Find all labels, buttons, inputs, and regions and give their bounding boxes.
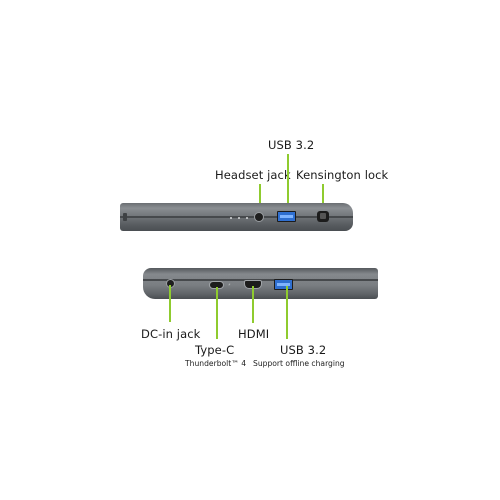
leader-type-c — [216, 287, 218, 339]
label-thunderbolt-4: Thunderbolt™ 4 — [185, 359, 247, 368]
label-kensington-lock: Kensington lock — [296, 168, 389, 182]
leader-dc-in — [169, 285, 171, 322]
indicator-led — [238, 217, 240, 219]
hinge — [123, 213, 127, 221]
headset-jack-port — [254, 212, 264, 222]
leader-kensington — [322, 184, 324, 210]
leader-headset — [259, 184, 261, 210]
leader-usb-top — [287, 154, 289, 210]
indicator-led — [230, 217, 232, 219]
label-usb-3-2-bottom: USB 3.2 — [280, 343, 327, 357]
label-support-offline-charging: Support offline charging — [253, 359, 345, 368]
indicator-led — [246, 217, 248, 219]
leader-usb-bottom — [286, 286, 288, 339]
label-headset-jack: Headset jack — [215, 168, 291, 182]
label-type-c: Type-C — [195, 343, 235, 357]
usb-a-port-bottom — [274, 279, 293, 290]
label-hdmi: HDMI — [238, 327, 270, 341]
label-usb-3-2-top: USB 3.2 — [268, 138, 315, 152]
label-dc-in-jack: DC-in jack — [141, 327, 201, 341]
laptop-left-side-view: ⚡ — [143, 268, 378, 299]
kensington-lock-slot — [317, 211, 329, 222]
chassis-seam — [120, 216, 353, 218]
usb-a-port-top — [277, 211, 296, 222]
thunderbolt-mark-icon: ⚡ — [228, 282, 231, 287]
laptop-right-side-view — [120, 203, 353, 231]
leader-hdmi — [252, 286, 254, 323]
